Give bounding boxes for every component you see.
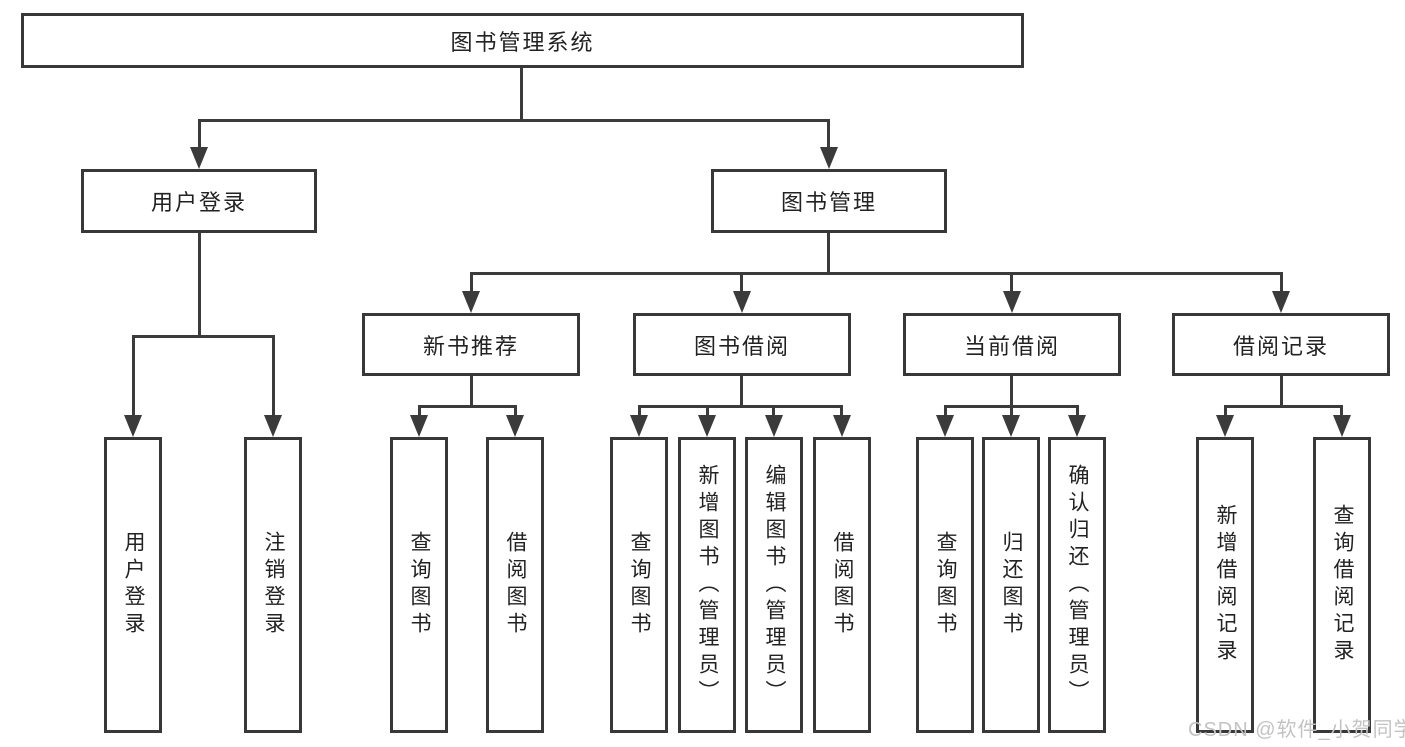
arrow-down-icon [506, 415, 524, 437]
connector-line [132, 335, 275, 338]
leaf-borrow-books: 借阅图书 [813, 437, 871, 733]
node-user-login: 用户登录 [81, 169, 317, 233]
connector-line [1224, 405, 1227, 419]
arrow-down-icon [1216, 415, 1234, 437]
connector-line [827, 119, 830, 150]
connector-line [1280, 272, 1283, 294]
connector-line [418, 405, 421, 419]
node-current-borrow: 当前借阅 [903, 313, 1121, 376]
leaf-edit-books-admin: 编辑图书（管理员） [745, 437, 803, 733]
node-borrow-records: 借阅记录 [1172, 313, 1390, 376]
connector-line [470, 272, 1283, 275]
arrow-down-icon [820, 147, 838, 169]
connector-line [840, 405, 843, 419]
connector-line [1340, 405, 1343, 419]
node-library-management-system: 图书管理系统 [21, 13, 1024, 68]
arrow-down-icon [462, 291, 480, 313]
arrow-down-icon [190, 147, 208, 169]
connector-line [514, 405, 517, 419]
leaf-query-books-recommend: 查询图书 [390, 437, 448, 733]
connector-line [1010, 376, 1013, 408]
leaf-query-books-borrow: 查询图书 [610, 437, 668, 733]
connector-line [638, 405, 843, 408]
connector-line [740, 272, 743, 294]
arrow-down-icon [1068, 415, 1086, 437]
connector-line [470, 376, 473, 408]
leaf-query-borrow-record: 查询借阅记录 [1313, 437, 1371, 733]
csdn-watermark: CSDN @软件_小贺同学 [1188, 719, 1405, 741]
leaf-add-borrow-record: 新增借阅记录 [1196, 437, 1254, 733]
arrow-down-icon [698, 415, 716, 437]
node-new-book-recommend: 新书推荐 [362, 313, 580, 376]
arrow-down-icon [765, 415, 783, 437]
connector-line [1010, 405, 1013, 419]
arrow-down-icon [733, 291, 751, 313]
connector-line [1280, 376, 1283, 408]
leaf-add-books-admin: 新增图书（管理员） [678, 437, 736, 733]
leaf-borrow-books-recommend: 借阅图书 [486, 437, 544, 733]
connector-line [198, 233, 201, 337]
node-book-management: 图书管理 [711, 169, 947, 233]
connector-line [520, 68, 523, 122]
connector-line [1224, 405, 1343, 408]
connector-line [827, 233, 830, 275]
arrow-down-icon [410, 415, 428, 437]
connector-line [470, 272, 473, 294]
connector-line [706, 405, 709, 419]
arrow-down-icon [1002, 415, 1020, 437]
leaf-user-login: 用户登录 [104, 437, 162, 733]
connector-line [638, 405, 641, 419]
leaf-query-books-current: 查询图书 [916, 437, 974, 733]
connector-line [198, 119, 201, 150]
node-book-borrow: 图书借阅 [633, 313, 851, 376]
arrow-down-icon [1272, 291, 1290, 313]
connector-line [272, 335, 275, 419]
connector-line [198, 119, 830, 122]
connector-line [740, 376, 743, 408]
connector-line [772, 405, 775, 419]
connector-line [132, 335, 135, 419]
arrow-down-icon [1333, 415, 1351, 437]
connector-line [1076, 405, 1079, 419]
leaf-return-books: 归还图书 [982, 437, 1040, 733]
arrow-down-icon [264, 415, 282, 437]
arrow-down-icon [833, 415, 851, 437]
leaf-confirm-return-admin: 确认归还（管理员） [1048, 437, 1106, 733]
connector-line [1010, 272, 1013, 294]
connector-line [944, 405, 947, 419]
arrow-down-icon [1003, 291, 1021, 313]
connector-line [418, 405, 517, 408]
arrow-down-icon [936, 415, 954, 437]
leaf-logout: 注销登录 [244, 437, 302, 733]
arrow-down-icon [630, 415, 648, 437]
arrow-down-icon [124, 415, 142, 437]
